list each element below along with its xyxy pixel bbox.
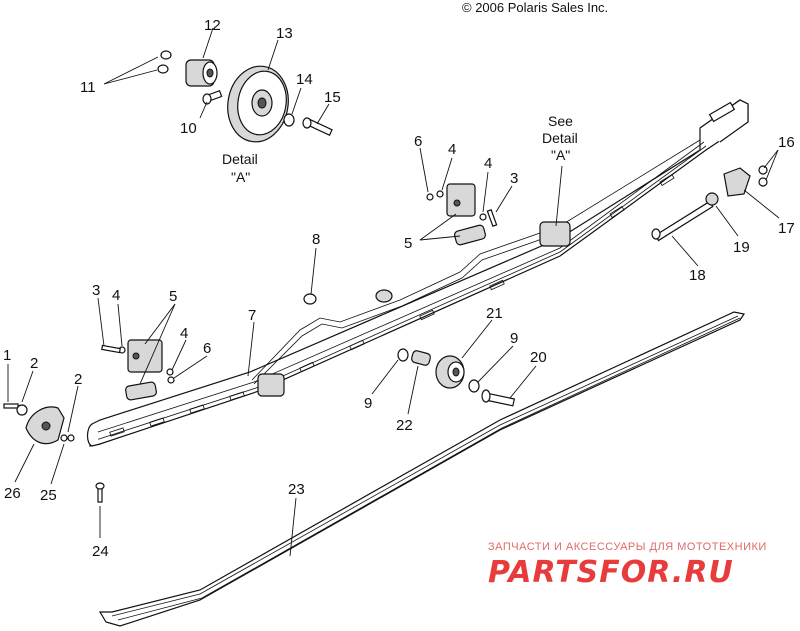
label-18: 18 (689, 267, 706, 284)
wheel-21 (435, 355, 465, 389)
label-16: 16 (778, 134, 795, 151)
label-8: 8 (312, 231, 320, 248)
label-19: 19 (733, 239, 750, 256)
label-22: 22 (396, 417, 413, 434)
callout-labels: 1 2 2 3 4 5 4 6 7 8 6 4 4 3 5 See Detail… (3, 113, 795, 560)
label-25: 25 (40, 487, 57, 504)
label-20: 20 (530, 349, 547, 366)
washer-14 (283, 113, 295, 127)
detail-a-group: 12 13 11 10 14 15 Detail "A" (80, 17, 341, 185)
label-6b: 6 (414, 133, 422, 150)
leader-lines (7, 147, 780, 557)
label-1: 1 (3, 347, 11, 364)
label-17: 17 (778, 220, 795, 237)
label-9a: 9 (364, 395, 372, 412)
label-23: 23 (288, 481, 305, 498)
skid-rail (86, 99, 749, 447)
label-12: 12 (204, 17, 221, 34)
bolt-10 (202, 90, 223, 105)
label-4d: 4 (484, 155, 492, 172)
label-2b: 2 (74, 371, 82, 388)
label-9b: 9 (510, 330, 518, 347)
bolt-20 (481, 389, 516, 407)
bearing-housing (185, 59, 218, 87)
front-bumper-26 (25, 406, 65, 445)
label-3a: 3 (92, 282, 100, 299)
rear-hardware (651, 165, 768, 242)
watermark-tagline: ЗАПЧАСТИ И АКСЕССУАРЫ ДЛЯ МОТОТЕХНИКИ (488, 541, 767, 553)
label-14: 14 (296, 71, 313, 88)
rail-slots (109, 174, 675, 437)
see-detail-line1: See (548, 113, 573, 129)
washer-9a (397, 348, 409, 362)
shock-mount-rear (446, 183, 571, 247)
wear-strip-23 (98, 311, 745, 627)
label-7: 7 (248, 307, 256, 324)
detail-caption-line1: Detail (222, 151, 258, 167)
hardware (3, 190, 498, 503)
label-24: 24 (92, 543, 109, 560)
copyright-text: © 2006 Polaris Sales Inc. (462, 0, 608, 15)
watermark-brand: PARTSFOR.RU (488, 555, 734, 590)
detail-caption-line2: "A" (231, 169, 250, 185)
label-6a: 6 (203, 340, 211, 357)
nuts-11 (157, 50, 172, 74)
see-detail-line2: Detail (542, 130, 578, 146)
label-2a: 2 (30, 355, 38, 372)
label-21: 21 (486, 305, 503, 322)
shock-mount-front (125, 339, 285, 401)
label-5a: 5 (169, 288, 177, 305)
label-15: 15 (324, 89, 341, 106)
label-11: 11 (80, 79, 96, 96)
washer-9b (468, 379, 480, 393)
idler-wheel (227, 65, 289, 143)
label-4b: 4 (180, 325, 188, 342)
label-13: 13 (276, 25, 293, 42)
label-4a: 4 (112, 287, 120, 304)
label-26: 26 (4, 485, 21, 502)
label-3b: 3 (510, 170, 518, 187)
label-5b: 5 (404, 235, 412, 252)
label-4c: 4 (448, 141, 456, 158)
watermark: ЗАПЧАСТИ И АКСЕССУАРЫ ДЛЯ МОТОТЕХНИКИ PA… (488, 541, 767, 590)
label-10: 10 (180, 120, 197, 137)
see-detail-line3: "A" (551, 147, 570, 163)
bolt-15 (302, 117, 333, 137)
spacer-22 (411, 350, 431, 366)
